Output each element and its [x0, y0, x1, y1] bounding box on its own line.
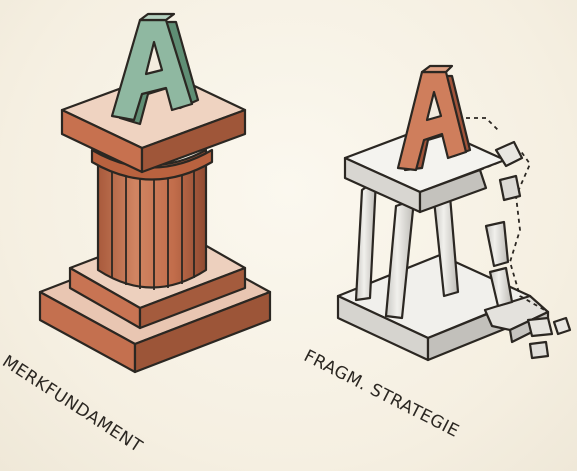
debris-fragments [494, 140, 572, 360]
right-pillar-base [336, 253, 550, 362]
right-pillar [336, 64, 572, 362]
left-pillar-capital [60, 70, 247, 174]
right-letter-a [396, 64, 472, 172]
right-pillar-legs [354, 178, 514, 320]
left-pillar-column [90, 148, 214, 290]
left-letter-a [110, 12, 200, 126]
left-pillar [38, 12, 272, 374]
